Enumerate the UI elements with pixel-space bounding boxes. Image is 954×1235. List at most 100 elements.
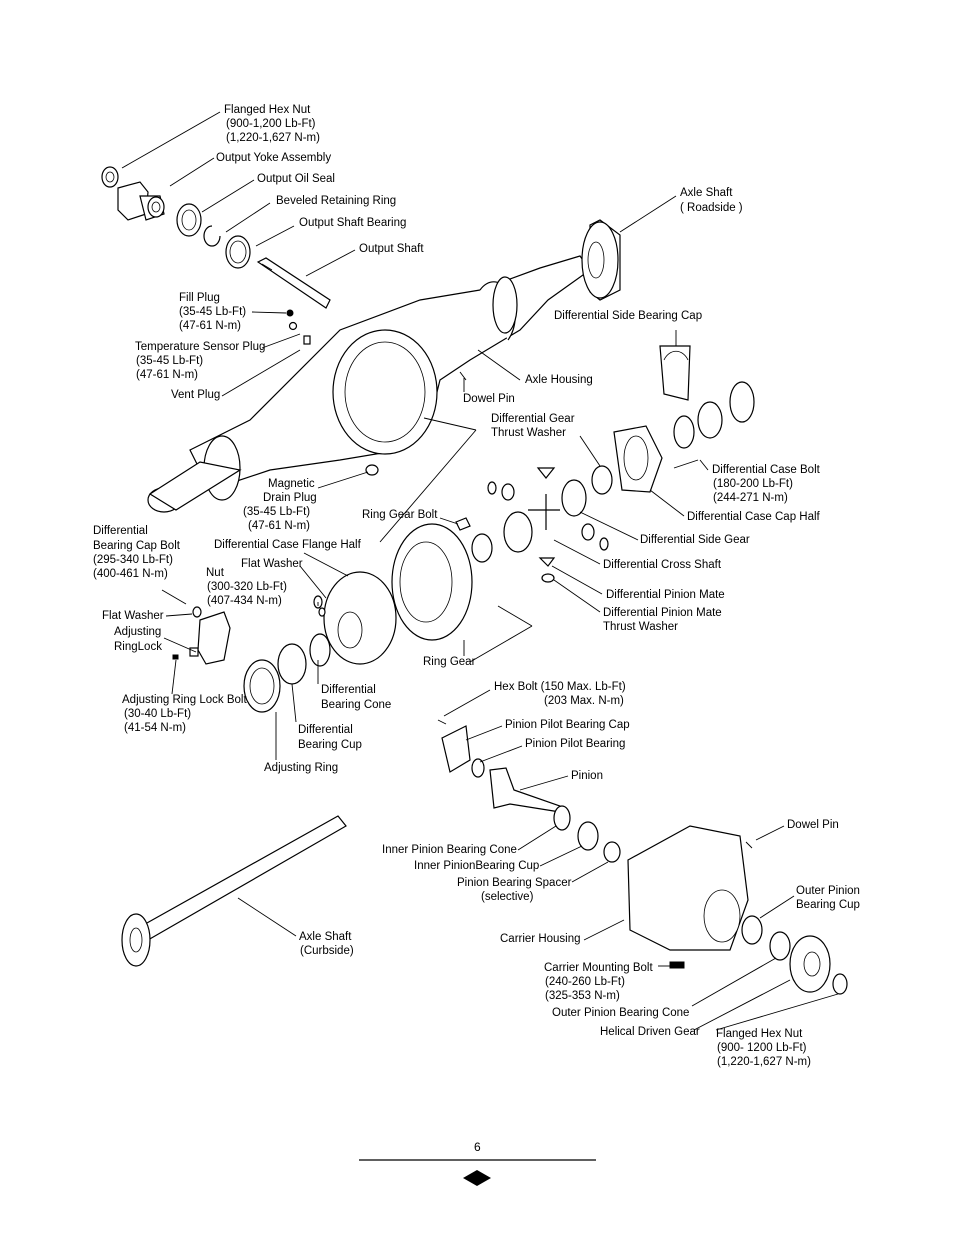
label-diff-side-bearing-cap: Differential Side Bearing Cap <box>554 310 702 322</box>
page-number: 6 <box>474 1140 481 1154</box>
adjusting-ringlock-part <box>189 611 231 665</box>
label-adjusting-ringlock: Adjusting <box>114 626 161 638</box>
label-diff-pinion-mate-thrust-washer-2: Thrust Washer <box>603 621 678 633</box>
label-diff-bearing-cup-2: Bearing Cup <box>298 739 362 751</box>
label-flanged-hex-nut-bottom: Flanged Hex Nut <box>716 1028 803 1040</box>
diff-case-cap-half-part <box>613 381 755 493</box>
label-diff-bearing-cone-2: Bearing Cone <box>321 699 391 711</box>
adjusting-ring-part <box>243 659 281 713</box>
carrier-mounting-bolt-part <box>669 961 685 969</box>
label-flat-washer-1: Flat Washer <box>241 558 303 570</box>
ring-gear-bolt-part <box>455 517 471 531</box>
helical-driven-gear-part <box>789 935 831 993</box>
label-inner-pinion-bearing-cone: Inner Pinion Bearing Cone <box>382 844 517 856</box>
label-diff-case-cap-half: Differential Case Cap Half <box>687 511 821 523</box>
label-diff-gear-thrust-washer: Differential Gear <box>491 413 575 425</box>
label-temp-sensor-plug: Temperature Sensor Plug <box>135 341 265 353</box>
label-hex-bolt: Hex Bolt (150 Max. Lb-Ft) <box>494 681 626 693</box>
label-fill-plug-3: (47-61 N-m) <box>179 320 241 332</box>
diff-case-flange-half-part <box>323 571 397 665</box>
temp-sensor-plug-part <box>288 321 298 331</box>
label-nut-3: (407-434 N-m) <box>207 595 282 607</box>
label-diff-bearing-cap-bolt-4: (400-461 N-m) <box>93 568 168 580</box>
diff-case-bolt-part <box>673 459 699 469</box>
label-diff-pinion-mate-thrust-washer: Differential Pinion Mate <box>603 607 722 619</box>
output-shaft-bearing-part <box>225 235 251 269</box>
label-flanged-hex-nut-top-torque-nm: (1,220-1,627 N-m) <box>226 132 320 144</box>
carrier-housing-part <box>627 825 749 951</box>
adj-ring-lock-bolt-part <box>172 654 179 660</box>
inner-pinion-bearing-cone-part <box>553 805 571 831</box>
label-diff-case-bolt: Differential Case Bolt <box>712 464 821 476</box>
diff-pinion-mate-thrust-washer-part <box>487 481 609 583</box>
label-axle-shaft-roadside: Axle Shaft <box>680 187 733 199</box>
label-flanged-hex-nut-bottom-3: (1,220-1,627 N-m) <box>717 1056 811 1068</box>
label-diff-bearing-cap-bolt-2: Bearing Cap Bolt <box>93 540 181 552</box>
diff-bearing-cone-part <box>309 633 331 667</box>
label-magnetic-drain-plug-3: (35-45 Lb-Ft) <box>243 506 310 518</box>
magnetic-drain-plug-part <box>365 464 379 476</box>
label-outer-pinion-bearing-cup-2: Bearing Cup <box>796 899 860 911</box>
label-output-yoke-assembly: Output Yoke Assembly <box>216 152 331 164</box>
label-axle-shaft-curbside-2: (Curbside) <box>300 945 354 957</box>
footer-diamond-icon <box>463 1170 491 1186</box>
label-hex-bolt-2: (203 Max. N-m) <box>544 695 624 707</box>
label-pinion: Pinion <box>571 770 603 782</box>
label-carrier-mounting-bolt: Carrier Mounting Bolt <box>544 962 653 974</box>
label-flanged-hex-nut-bottom-2: (900- 1200 Lb-Ft) <box>717 1042 807 1054</box>
label-pinion-bearing-spacer: Pinion Bearing Spacer <box>457 877 572 889</box>
label-outer-pinion-bearing-cone: Outer Pinion Bearing Cone <box>552 1007 689 1019</box>
label-diff-cross-shaft: Differential Cross Shaft <box>603 559 722 571</box>
label-adj-ring-lock-bolt-3: (41-54 N-m) <box>124 722 186 734</box>
diff-side-gear-part <box>503 479 587 553</box>
axle-shaft-curbside-part <box>121 815 347 967</box>
label-flanged-hex-nut-top-torque-lbft: (900-1,200 Lb-Ft) <box>226 118 316 130</box>
label-adjusting-ringlock-2: RingLock <box>114 641 162 653</box>
label-carrier-housing: Carrier Housing <box>500 933 581 945</box>
ring-gear-part <box>391 523 493 641</box>
label-pinion-bearing-spacer-2: (selective) <box>481 891 534 903</box>
label-fill-plug-2: (35-45 Lb-Ft) <box>179 306 246 318</box>
label-ring-gear-bolt: Ring Gear Bolt <box>362 509 438 521</box>
outer-pinion-bearing-cup-part <box>741 915 763 945</box>
label-carrier-mounting-bolt-2: (240-260 Lb-Ft) <box>545 976 625 988</box>
diff-side-bearing-cap-part <box>659 345 691 401</box>
diff-bearing-cap-bolt-part <box>161 589 202 618</box>
page-footer: 6 <box>359 1140 596 1186</box>
label-axle-shaft-roadside-2: ( Roadside ) <box>680 202 743 214</box>
label-dowel-pin-bottom: Dowel Pin <box>787 819 839 831</box>
axle-housing-part <box>147 219 621 513</box>
callout-labels: Flanged Hex Nut (900-1,200 Lb-Ft) (1,220… <box>93 104 860 1068</box>
label-ring-gear: Ring Gear <box>423 656 476 668</box>
beveled-retaining-ring-part <box>203 225 221 247</box>
label-helical-driven-gear: Helical Driven Gear <box>600 1026 700 1038</box>
label-adj-ring-lock-bolt-2: (30-40 Lb-Ft) <box>124 708 191 720</box>
label-diff-bearing-cap-bolt: Differential <box>93 525 148 537</box>
pinion-part <box>489 767 561 813</box>
hex-bolt-part <box>437 719 447 725</box>
label-vent-plug: Vent Plug <box>171 389 220 401</box>
label-outer-pinion-bearing-cup: Outer Pinion <box>796 885 860 897</box>
label-diff-bearing-cone: Differential <box>321 684 376 696</box>
label-diff-side-gear: Differential Side Gear <box>640 534 750 546</box>
pinion-bearing-spacer-part <box>603 841 621 863</box>
label-beveled-retaining-ring: Beveled Retaining Ring <box>276 195 396 207</box>
label-temp-sensor-plug-3: (47-61 N-m) <box>136 369 198 381</box>
label-diff-gear-thrust-washer-2: Thrust Washer <box>491 427 566 439</box>
pinion-pilot-bearing-cap-part <box>441 725 471 773</box>
label-magnetic-drain-plug-2: Drain Plug <box>263 492 317 504</box>
label-diff-case-bolt-3: (244-271 N-m) <box>713 492 788 504</box>
flat-washer-part <box>313 595 326 617</box>
label-diff-bearing-cap-bolt-3: (295-340 Lb-Ft) <box>93 554 173 566</box>
label-flanged-hex-nut-top: Flanged Hex Nut <box>224 104 311 116</box>
label-diff-bearing-cup: Differential <box>298 724 353 736</box>
vent-plug-part <box>303 335 311 345</box>
output-shaft-part <box>256 257 331 309</box>
label-adj-ring-lock-bolt: Adjusting Ring Lock Bolt <box>122 694 247 706</box>
label-axle-housing: Axle Housing <box>525 374 593 386</box>
pinion-pilot-bearing-part <box>471 758 485 778</box>
dowel-pin-bottom-part <box>745 841 753 849</box>
label-dowel-pin-top: Dowel Pin <box>463 393 515 405</box>
label-axle-shaft-curbside: Axle Shaft <box>299 931 352 943</box>
